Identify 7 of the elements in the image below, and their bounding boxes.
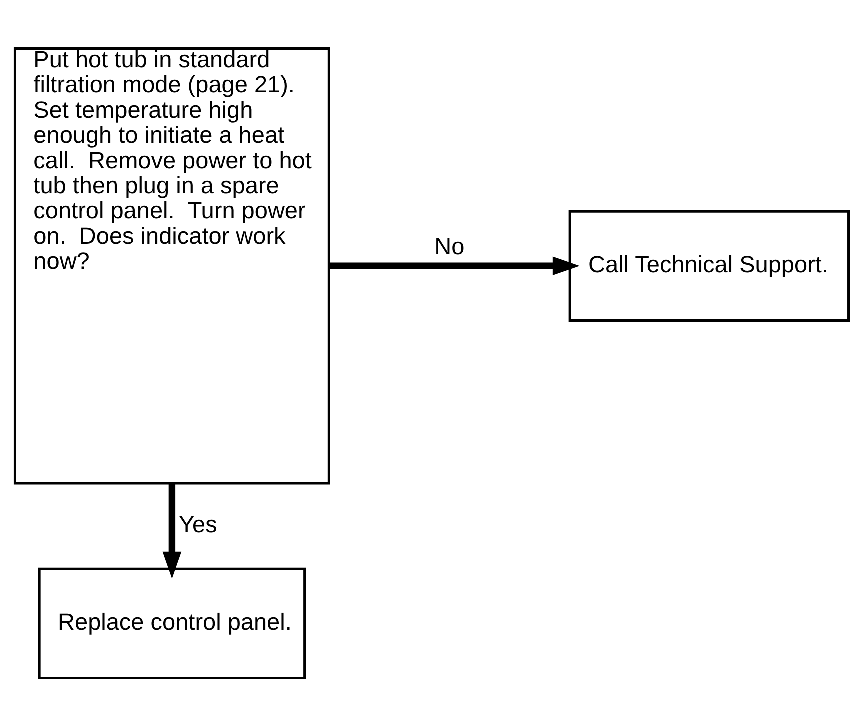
edge-label: No	[434, 233, 465, 260]
node-box: Call Technical Support.	[568, 210, 850, 322]
node-box: Put hot tub in standard filtration mode (page 21). Set temperature high enough to initiate a heat call. Remove power to hot tub then plug in a spare control panel. Turn power on. Does indicator work now?	[14, 46, 330, 484]
arrow	[162, 483, 182, 578]
node-box: Replace control panel.	[38, 567, 306, 680]
edge-label: Yes	[179, 511, 218, 538]
arrow	[330, 256, 580, 276]
